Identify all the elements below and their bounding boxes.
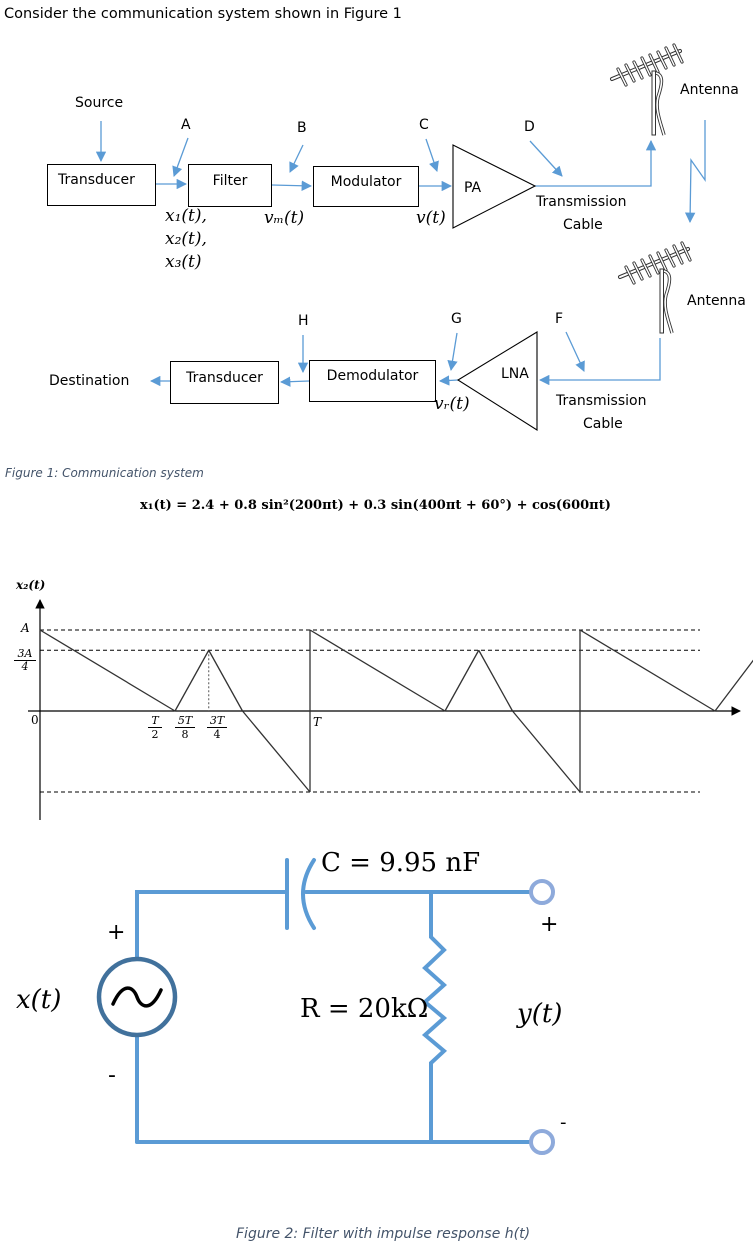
point-g-label: G	[451, 311, 462, 327]
tx-antenna-icon	[610, 43, 684, 136]
point-c-label: C	[419, 117, 429, 133]
input-signal-label: x(t)	[16, 985, 62, 1015]
output-terminal-minus	[529, 1129, 555, 1155]
x-tick-T: T	[313, 715, 322, 729]
figure1-caption: Figure 1: Communication system	[5, 466, 204, 480]
demodulator-transducer-arrow	[279, 376, 310, 387]
point-f-pointer	[565, 331, 585, 372]
y-tick-0: 0	[31, 713, 39, 727]
pa-amplifier-symbol	[452, 144, 537, 229]
tx-cable-label-line2: Cable	[563, 217, 603, 233]
tx-cable-label-line1: Transmission	[536, 194, 627, 210]
filter-block: Filter	[188, 164, 272, 207]
waveform-segment	[444, 649, 480, 712]
lna-label: LNA	[501, 366, 529, 382]
signal-vr: vᵣ(t)	[434, 394, 470, 414]
tx-antenna-label: Antenna	[680, 82, 739, 98]
demodulator-block: Demodulator	[309, 360, 436, 402]
signal-x2: x₂(t),	[165, 229, 207, 249]
point-f-label: F	[555, 311, 564, 327]
waveform-segment	[174, 649, 210, 712]
y-tick-A: A	[21, 621, 30, 635]
point-a-pointer	[172, 137, 189, 177]
waveform-segment	[714, 659, 753, 712]
rx-transmission-cable	[538, 338, 661, 386]
waveform-segment	[39, 629, 176, 712]
signal-vm: vₘ(t)	[264, 208, 305, 228]
signal-x1: x₁(t),	[165, 206, 207, 226]
resistor-label: R = 20kΩ	[300, 994, 429, 1024]
rx-antenna-icon	[618, 241, 692, 334]
input-minus-sign: -	[108, 1063, 116, 1088]
figure2-caption: Figure 2: Filter with impulse response h…	[236, 1226, 531, 1242]
destination-label: Destination	[49, 373, 130, 389]
figure1-connectors	[95, 43, 706, 431]
intro-text: Consider the communication system shown …	[4, 6, 402, 22]
waveform-segment	[478, 649, 514, 712]
point-b-pointer	[289, 144, 304, 173]
tx-transmission-cable	[535, 139, 657, 187]
output-minus-sign: -	[560, 1112, 567, 1133]
sine-wave-icon	[111, 986, 163, 1008]
rx-cable-label-line2: Cable	[583, 416, 623, 432]
capacitor-plate-curved	[301, 858, 316, 930]
pa-label: PA	[464, 180, 482, 196]
input-plus-sign: +	[107, 920, 126, 945]
point-d-pointer	[529, 140, 563, 177]
signal-v: v(t)	[416, 208, 446, 228]
output-plus-sign: +	[540, 912, 559, 937]
rx-antenna-label: Antenna	[687, 293, 746, 309]
point-b-label: B	[297, 120, 307, 136]
signal-x3: x₃(t)	[165, 252, 202, 272]
transducer-tx-block: Transducer	[47, 164, 156, 206]
waveform-segment	[309, 629, 446, 712]
point-c-pointer	[425, 138, 439, 172]
waveform-segment	[579, 629, 716, 712]
resistor-symbol	[421, 890, 448, 1144]
waveform-segment	[208, 649, 244, 712]
y-axis-label: x₂(t)	[16, 578, 46, 592]
waveform-segment	[242, 710, 311, 793]
output-terminal-plus	[529, 879, 555, 905]
rx-cable-label-line1: Transmission	[556, 393, 647, 409]
x1-equation: x₁(t) = 2.4 + 0.8 sin²(200πt) + 0.3 sin(…	[140, 498, 611, 513]
point-d-label: D	[524, 119, 535, 135]
waveform-segment	[512, 710, 581, 793]
lna-amplifier-symbol	[456, 331, 538, 431]
point-h-label: H	[298, 313, 309, 329]
modulator-block: Modulator	[313, 166, 419, 207]
filter-modulator-arrow	[271, 180, 313, 191]
source-label: Source	[75, 95, 124, 111]
lna-demodulator-arrow	[438, 375, 459, 386]
point-g-pointer	[447, 332, 458, 372]
wireless-link-arrow	[684, 120, 706, 224]
transducer-rx-block: Transducer	[170, 361, 279, 404]
capacitor-label: C = 9.95 nF	[321, 848, 481, 878]
x2-chart-svg	[28, 599, 753, 820]
output-signal-label: y(t)	[517, 999, 563, 1029]
point-a-label: A	[181, 117, 191, 133]
